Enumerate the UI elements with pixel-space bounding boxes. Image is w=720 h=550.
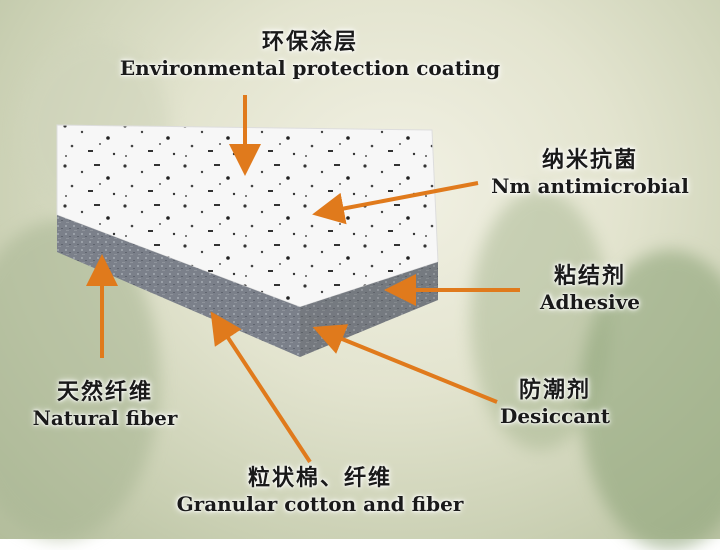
label-adhesive: 粘结剂 Adhesive (515, 264, 665, 314)
label-natural: 天然纤维 Natural fiber (10, 380, 200, 430)
arrow-desiccant (312, 324, 498, 404)
label-adhesive-en: Adhesive (540, 290, 640, 314)
label-coating: 环保涂层 Environmental protection coating (100, 30, 520, 80)
label-desiccant-en: Desiccant (499, 404, 611, 428)
label-coating-zh: 环保涂层 (261, 30, 358, 55)
label-nm-en: Nm antimicrobial (491, 174, 689, 198)
label-desiccant-zh: 防潮剂 (518, 378, 591, 403)
label-desiccant: 防潮剂 Desiccant (480, 378, 630, 428)
label-granular-zh: 粒状棉、纤维 (247, 466, 392, 491)
arrow-nm (312, 181, 479, 225)
board-top-surface (56, 124, 439, 308)
label-coating-en: Environmental protection coating (119, 56, 501, 80)
label-natural-zh: 天然纤维 (56, 380, 153, 405)
label-granular-en: Granular cotton and fiber (176, 492, 464, 516)
label-adhesive-zh: 粘结剂 (553, 264, 626, 289)
label-nm-zh: 纳米抗菌 (541, 148, 638, 173)
label-natural-en: Natural fiber (32, 406, 178, 430)
label-nm: 纳米抗菌 Nm antimicrobial (470, 148, 710, 198)
label-granular: 粒状棉、纤维 Granular cotton and fiber (150, 466, 490, 516)
arrow-granular (210, 311, 312, 464)
